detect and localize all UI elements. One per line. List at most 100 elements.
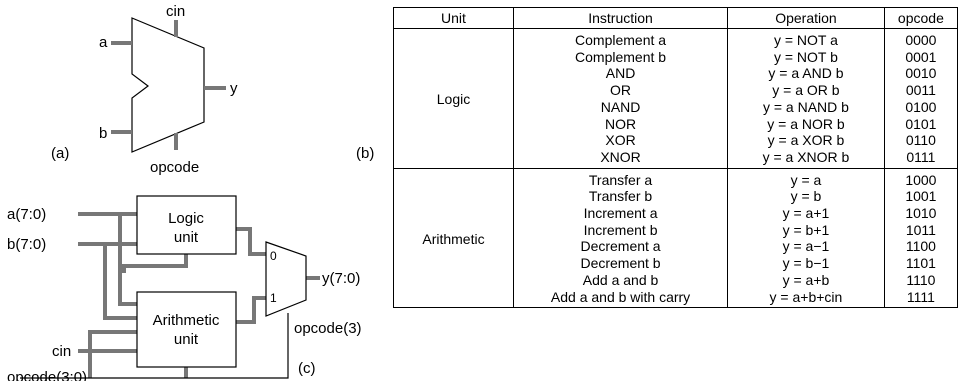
wire-b-arith [103, 244, 137, 320]
caption-b: (b) [356, 145, 374, 162]
instruction-cell: Transfer b [512, 188, 729, 206]
unit-cell: Arithmetic [393, 167, 514, 309]
instruction-cell: Add a and b with carry [512, 288, 729, 309]
logic-unit-label-1: Logic [168, 210, 204, 227]
circuit-label-opcode3: opcode(3) [294, 320, 362, 337]
operation-cell: y = a−1 [727, 238, 885, 256]
alu-label-opcode: opcode [150, 159, 199, 176]
instruction-cell: Complement b [512, 48, 729, 66]
arithmetic-unit-block [136, 291, 237, 368]
wire-opcode-arith [88, 330, 137, 378]
wire-arith-mux [236, 296, 266, 324]
opcode-cell: 0101 [883, 115, 958, 133]
unit-cell: Logic [393, 28, 514, 169]
opcode-cell: 0010 [883, 65, 958, 83]
operation-cell: y = a+1 [727, 205, 885, 222]
table-header-row: Unit Instruction Operation opcode [393, 7, 958, 29]
opcode-cell: 0001 [883, 48, 958, 66]
circuit-label-opcode: opcode(3:0) [7, 369, 87, 381]
caption-c: (c) [298, 360, 316, 377]
instruction-cell: Decrement b [512, 255, 729, 272]
operation-cell: y = NOT b [727, 48, 885, 66]
instruction-cell: Complement a [512, 27, 729, 49]
alu-label-a: a [99, 34, 108, 51]
arith-unit-label-1: Arithmetic [153, 312, 220, 329]
circuit-label-a: a(7:0) [7, 206, 46, 223]
opcode-cell: 1100 [883, 238, 958, 256]
operation-cell: y = NOT a [727, 27, 885, 49]
alu-circuit: Logic unit Arithmetic unit 0 1 a(7:0) b(… [7, 195, 362, 381]
instruction-cell: XOR [512, 132, 729, 149]
operation-cell: y = a XNOR b [727, 148, 885, 169]
opcode-cell: 0000 [883, 27, 958, 49]
header-instruction: Instruction [512, 7, 729, 29]
logic-unit-label-2: unit [174, 229, 199, 246]
instruction-cell: Increment b [512, 221, 729, 239]
operation-cell: y = a+b+cin [727, 288, 885, 309]
logic-unit-block [136, 195, 237, 255]
opcode-cell: 1101 [883, 255, 958, 272]
instruction-cell: OR [512, 82, 729, 99]
circuit-label-cin: cin [52, 343, 71, 360]
instruction-cell: Add a and b [512, 271, 729, 289]
alu-label-b: b [99, 125, 107, 142]
operation-cell: y = b [727, 188, 885, 206]
alu-label-cin: cin [166, 3, 185, 20]
wire-logic-mux [236, 227, 266, 256]
opcode-cell: 0011 [883, 82, 958, 99]
wire-a-arith [118, 214, 137, 306]
operation-cell: y = a XOR b [727, 132, 885, 149]
header-operation: Operation [727, 7, 885, 29]
opcode-cell: 0110 [883, 132, 958, 149]
caption-a: (a) [51, 145, 69, 162]
operation-cell: y = b+1 [727, 221, 885, 239]
mux-label-0: 0 [270, 249, 277, 263]
instruction-cell: XNOR [512, 148, 729, 169]
operation-cell: y = a+b [727, 271, 885, 289]
opcode-cell: 1001 [883, 188, 958, 206]
instruction-cell: NAND [512, 98, 729, 116]
opcode-cell: 0111 [883, 148, 958, 169]
operation-cell: y = a OR b [727, 82, 885, 99]
instruction-cell: Increment a [512, 205, 729, 222]
operation-cell: y = a NAND b [727, 98, 885, 116]
header-unit: Unit [393, 7, 514, 29]
alu-symbol: cin a b y opcode (a) [51, 3, 238, 176]
operation-cell: y = a NOR b [727, 115, 885, 133]
circuit-label-b: b(7:0) [7, 236, 46, 253]
opcode-cell: 1011 [883, 221, 958, 239]
opcode-cell: 1010 [883, 205, 958, 222]
header-opcode: opcode [883, 7, 958, 29]
opcode-cell: 1000 [883, 167, 958, 189]
arith-unit-label-2: unit [174, 331, 199, 348]
operation-cell: y = a [727, 167, 885, 189]
mux-label-1: 1 [270, 291, 277, 305]
alu-symbol-body [131, 17, 205, 153]
operation-cell: y = a AND b [727, 65, 885, 83]
opcode-cell: 1111 [883, 288, 958, 309]
instruction-cell: Transfer a [512, 167, 729, 189]
instruction-cell: NOR [512, 115, 729, 133]
wire-opcode-logic [122, 254, 188, 273]
alu-label-y: y [230, 80, 238, 97]
opcode-cell: 1110 [883, 271, 958, 289]
